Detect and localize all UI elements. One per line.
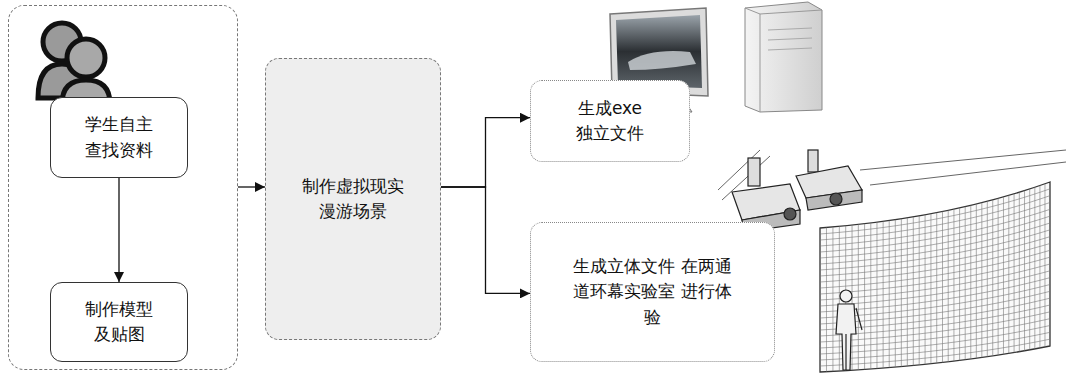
box-label: 生成exe 独立文件: [570, 96, 650, 147]
process-box: 学生自主 查找资料: [50, 97, 188, 178]
flow-arrow: [238, 186, 265, 187]
computer-tower: [745, 2, 822, 112]
process-box: 生成立体文件 在两通道环幕实验室 进行体验: [530, 222, 775, 362]
group-box: 学生自主 查找资料制作模型 及贴图: [8, 5, 238, 370]
box-label: 制作虚拟现实 漫游场景: [298, 174, 408, 225]
process-box: 生成exe 独立文件: [530, 80, 690, 162]
curved-screen: [820, 182, 1050, 372]
person-figure: [836, 290, 862, 370]
process-box: 制作模型 及贴图: [50, 282, 188, 362]
box-label: 制作模型 及贴图: [79, 297, 159, 348]
flow-arrow: [441, 118, 530, 187]
flow-arrow: [441, 187, 530, 293]
box-label: 学生自主 查找资料: [79, 112, 159, 163]
box-label: 生成立体文件 在两通道环幕实验室 进行体验: [570, 254, 735, 331]
flow-arrow: [118, 178, 119, 282]
projectors: [732, 150, 862, 232]
process-box: 制作虚拟现实 漫游场景: [265, 58, 441, 340]
people-icon: [38, 23, 110, 104]
